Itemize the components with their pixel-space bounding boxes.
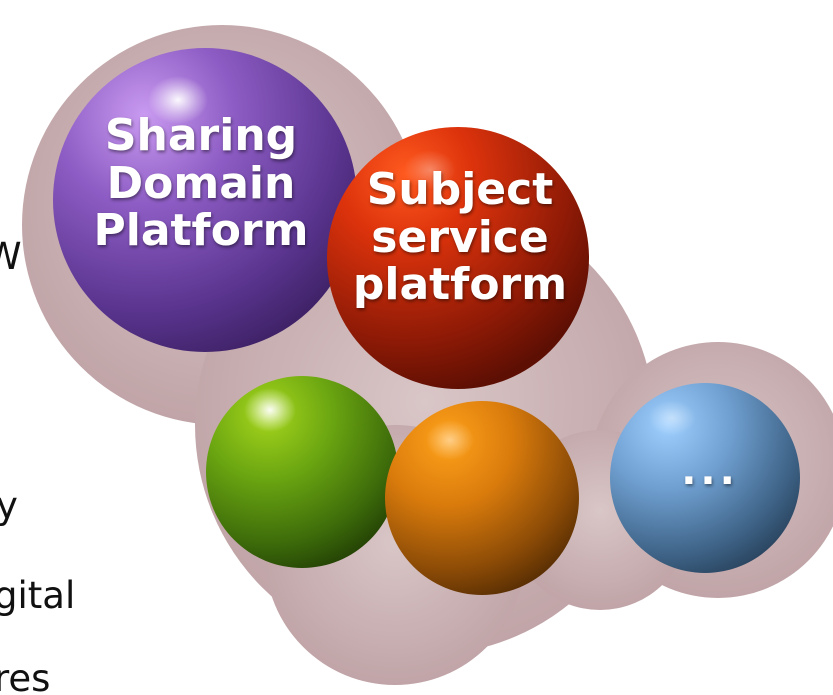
subject-label-line1: Subject xyxy=(366,164,554,215)
more-bubble-highlight xyxy=(648,400,696,436)
background-text-line3: gital xyxy=(0,574,76,617)
subject-service-bubble[interactable] xyxy=(327,127,589,389)
orange-bubble-highlight xyxy=(426,420,474,460)
sharing-domain-label: Sharing Domain Platform xyxy=(86,112,316,255)
subject-label-line3: platform xyxy=(352,259,568,311)
sharing-bubble-highlight xyxy=(148,76,208,124)
subject-bubble-highlight xyxy=(404,150,456,190)
more-bubble-label: ... xyxy=(681,448,739,494)
sharing-label-line1: Sharing xyxy=(104,110,298,161)
more-bubble[interactable] xyxy=(610,383,800,573)
green-bubble[interactable] xyxy=(206,376,398,568)
background-text-line4: res xyxy=(0,657,51,695)
background-text-line1: W xyxy=(0,235,22,278)
orange-bubble[interactable] xyxy=(385,401,579,595)
sharing-domain-bubble[interactable] xyxy=(53,48,357,352)
background-text-line2: y xyxy=(0,484,18,527)
subject-label-line2: service xyxy=(371,211,549,263)
green-bubble-highlight xyxy=(244,388,296,432)
subject-service-label: Subject service platform xyxy=(350,166,570,309)
sharing-label-line2: Domain xyxy=(106,157,296,209)
sharing-label-line3: Platform xyxy=(93,205,309,257)
